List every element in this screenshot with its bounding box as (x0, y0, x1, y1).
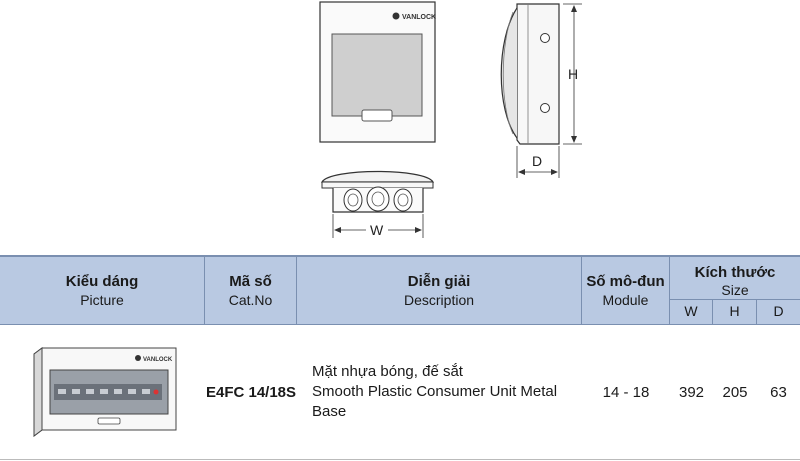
row-desc-vi: Mặt nhựa bóng, đế sắt (312, 363, 463, 380)
front-view: VANLOCK (319, 1, 436, 143)
table-row: VANLOCK E4FC 14/18S Mặt nhựa bóng, đế sắ… (0, 325, 800, 460)
table-header: Kiểu dáng Picture Mã số Cat.No Diễn giải… (0, 255, 800, 325)
header-picture: Kiểu dáng Picture (0, 257, 205, 324)
product-table: Kiểu dáng Picture Mã số Cat.No Diễn giải… (0, 255, 800, 461)
brand-logo-icon (392, 12, 400, 20)
header-size-en: Size (721, 282, 749, 298)
header-catno: Mã số Cat.No (205, 257, 297, 324)
row-description: Mặt nhựa bóng, đế sắt Smooth Plastic Con… (312, 325, 582, 459)
row-size-h: 205 (722, 383, 748, 401)
header-desc-en: Description (403, 292, 475, 308)
header-module-en: Module (602, 292, 649, 308)
header-catno-en: Cat.No (228, 292, 273, 308)
consumer-unit-image: VANLOCK (33, 347, 176, 437)
dim-d-label: D (532, 153, 542, 169)
row-brand-text: VANLOCK (143, 357, 173, 363)
header-size-d: D (773, 303, 784, 319)
technical-drawings: VANLOCK H D (319, 1, 582, 238)
row-size-w: 392 (678, 383, 705, 401)
header-description: Diễn giải Description (297, 257, 582, 324)
row-catno: E4FC 14/18S (205, 383, 297, 401)
row-size-d: 63 (770, 383, 787, 401)
header-picture-en: Picture (80, 292, 124, 308)
header-module: Số mô-đun Module (582, 257, 670, 324)
header-size-vi: Kích thước (694, 264, 776, 281)
dim-h-label: H (568, 66, 578, 82)
header-picture-vi: Kiểu dáng (65, 273, 139, 290)
header-size-w: W (670, 299, 713, 324)
header-desc-vi: Diễn giải (407, 273, 471, 290)
drawing-canvas: VANLOCK H D (319, 1, 582, 238)
top-view: W (320, 170, 435, 238)
row-module: 14 - 18 (602, 383, 650, 401)
header-module-vi: Số mô-đun (586, 273, 665, 290)
header-size: Kích thước Size W H D (670, 257, 800, 324)
header-size-h: H (713, 299, 757, 324)
side-view: H D (500, 3, 582, 178)
dim-w-label: W (370, 222, 384, 238)
front-brand-text: VANLOCK (402, 14, 436, 21)
product-picture: VANLOCK (0, 325, 205, 459)
header-catno-vi: Mã số (229, 273, 272, 290)
row-desc-en: Smooth Plastic Consumer Unit Metal Base (312, 383, 558, 420)
